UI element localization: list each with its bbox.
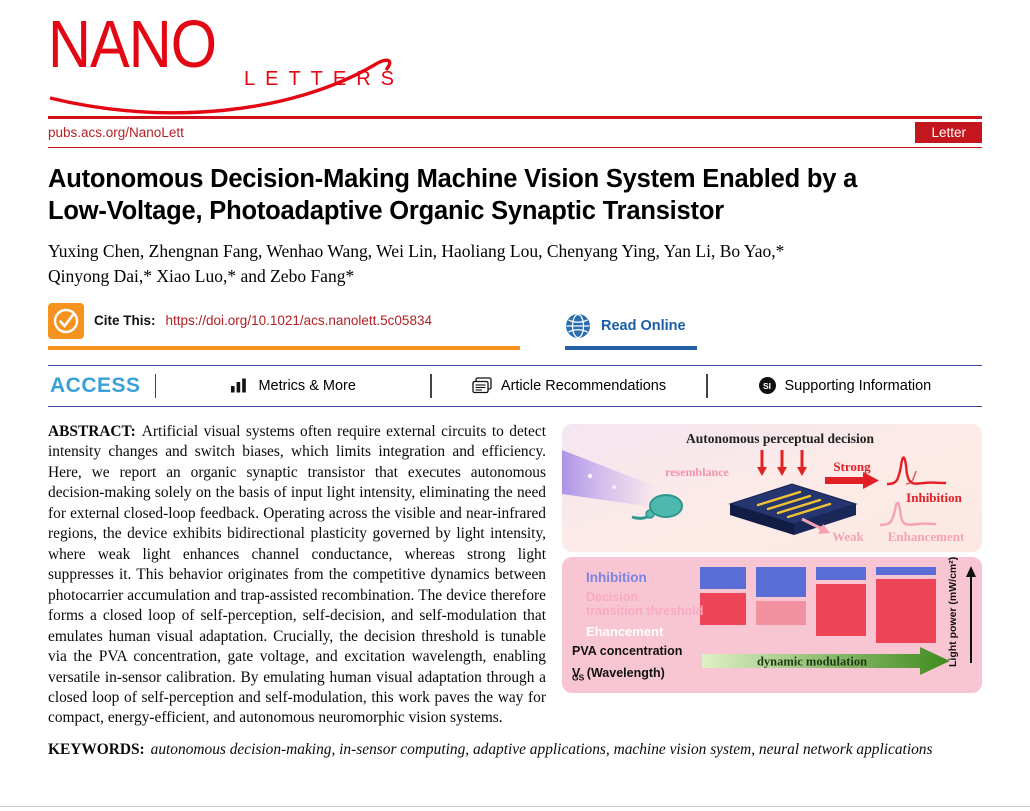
synaptic-transistor-device	[728, 483, 858, 535]
inhibition-label-top: Inhibition	[906, 490, 962, 505]
dynamic-modulation-label: dynamic modulation	[757, 654, 867, 668]
pva-concentration-label: PVA concentration	[572, 643, 683, 658]
article-title-line2: Low-Voltage, Photoadaptive Organic Synap…	[48, 197, 724, 226]
supporting-info-label: Supporting Information	[784, 377, 932, 394]
keywords-text: autonomous decision-making, in-sensor co…	[150, 740, 933, 758]
read-online-label: Read Online	[601, 317, 686, 334]
keywords-section: KEYWORDS: autonomous decision-making, in-…	[48, 739, 982, 761]
figure-top-title: Autonomous perceptual decision	[686, 431, 875, 446]
author-list-line1: Yuxing Chen, Zhengnan Fang, Wenhao Wang,…	[48, 240, 785, 261]
bar-chart-icon	[231, 378, 247, 393]
logo-swoosh-icon	[49, 58, 392, 115]
abstract-section: Autonomous perceptual decision resemblan…	[48, 422, 982, 729]
journal-row-divider	[48, 146, 982, 148]
synapse-illustration	[631, 493, 683, 520]
inhibition-label-bottom: Inhibition	[586, 569, 647, 585]
si-icon: SI	[758, 377, 776, 395]
light-power-label: Light power (mW/cm²)	[947, 556, 959, 667]
journal-logo-sub: LETTERS	[244, 68, 405, 90]
recommendations-label: Article Recommendations	[500, 377, 667, 394]
read-online-button[interactable]: Read Online	[565, 313, 697, 350]
threshold-blocks	[700, 566, 936, 643]
metrics-link[interactable]: Metrics & More	[156, 378, 430, 394]
access-divider	[706, 373, 708, 398]
masthead-divider	[48, 116, 982, 119]
enhancement-label-top: Enhancement	[888, 529, 965, 544]
weak-arrow-icon	[801, 517, 830, 534]
figure-top-panel: Autonomous perceptual decision resemblan…	[562, 423, 982, 552]
cite-this-label: Cite This:	[94, 313, 156, 329]
supporting-info-link[interactable]: SI Supporting Information	[708, 377, 982, 395]
article-pages-icon	[472, 377, 492, 394]
access-divider	[430, 373, 432, 398]
cite-this-button[interactable]: Cite This: https://doi.org/10.1021/acs.n…	[48, 302, 520, 350]
input-light-arrows	[757, 449, 807, 476]
abstract-text: Artificial visual systems often require …	[48, 422, 546, 727]
graphical-abstract: Autonomous perceptual decision resemblan…	[562, 423, 982, 693]
journal-info-row: pubs.acs.org/NanoLett Letter	[48, 119, 982, 147]
globe-icon	[566, 313, 590, 338]
author-list: Yuxing Chen, Zhengnan Fang, Wenhao Wang,…	[48, 239, 982, 290]
access-divider	[154, 373, 157, 398]
strong-arrow-icon	[825, 471, 879, 489]
enhancement-spike-icon	[879, 501, 937, 526]
metrics-label: Metrics & More	[258, 377, 356, 394]
light-beam-illustration	[562, 449, 660, 508]
cite-check-icon	[48, 302, 84, 339]
journal-logo: NANO	[48, 7, 217, 83]
journal-masthead: NANO LETTERS	[48, 7, 982, 116]
journal-site-link[interactable]: pubs.acs.org/NanoLett	[48, 125, 184, 140]
author-list-line2: Qinyong Dai,* Xiao Luo,* and Zebo Fang*	[48, 266, 355, 287]
decision-threshold-label: Decision transition threshold	[586, 589, 704, 619]
strong-label: Strong	[833, 459, 871, 474]
inhibition-spike-icon	[886, 455, 947, 485]
article-title-line1: Autonomous Decision-Making Machine Visio…	[48, 164, 858, 193]
cite-read-bar: Cite This: https://doi.org/10.1021/acs.n…	[48, 302, 982, 350]
figure-bottom-panel: dynamic modulation Inhibition Decision t…	[562, 556, 982, 693]
page-bottom-divider	[0, 806, 1030, 807]
resemblance-label: resemblance	[665, 465, 729, 479]
doi-link[interactable]: https://doi.org/10.1021/acs.nanolett.5c0…	[165, 313, 432, 329]
weak-label: Weak	[832, 529, 865, 544]
recommendations-link[interactable]: Article Recommendations	[432, 377, 706, 394]
access-link[interactable]: ACCESS	[50, 373, 141, 397]
abstract-label: ABSTRACT:	[48, 422, 136, 440]
article-type-badge: Letter	[915, 122, 982, 143]
enhancement-label-bottom: Ehancement	[586, 623, 664, 639]
dynamic-modulation-arrow	[702, 646, 950, 675]
keywords-label: KEYWORDS:	[48, 740, 145, 758]
access-bar: ACCESS Metrics & More Article Recommenda…	[48, 364, 982, 407]
article-title: Autonomous Decision-Making Machine Visio…	[48, 163, 982, 228]
light-power-arrow-icon	[966, 565, 976, 663]
